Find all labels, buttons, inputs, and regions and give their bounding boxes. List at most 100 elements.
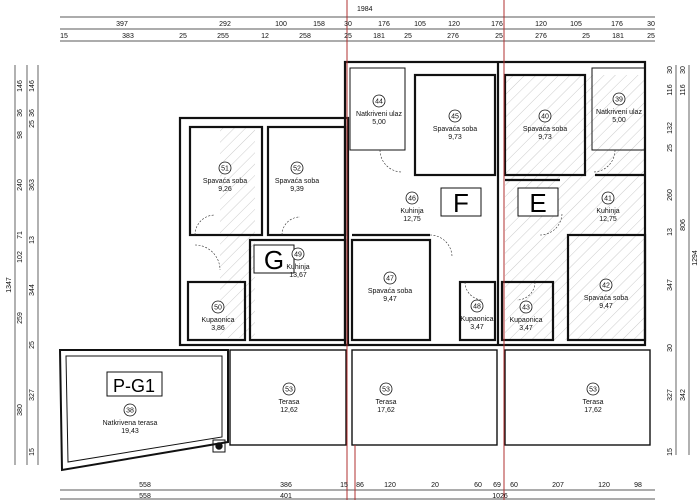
room-number: 53 — [285, 387, 293, 394]
room-number-circle — [282, 382, 296, 396]
walls — [178, 60, 647, 347]
dimension-text: 401 — [280, 493, 292, 500]
dimension-text: 380 — [17, 404, 24, 416]
room-area: 13,67 — [289, 272, 307, 279]
dimension-text: 13 — [29, 236, 36, 244]
dimension-text: 13 — [667, 228, 674, 236]
dimension-text: 25 — [344, 33, 352, 40]
unit-label-f: F — [453, 188, 469, 218]
room-name: Kuhinja — [400, 208, 423, 215]
room-number-circle — [123, 403, 137, 417]
room-name: Kupaonica — [509, 317, 542, 324]
dimension-text: 292 — [219, 21, 231, 28]
room-area: 17,62 — [584, 407, 602, 414]
axis-lines — [346, 0, 505, 500]
dimension-text: 176 — [378, 21, 390, 28]
room-name: Spavaća soba — [584, 295, 628, 302]
dimension-text: 25 — [495, 33, 503, 40]
dimension-text: 397 — [116, 21, 128, 28]
dimension-text: 181 — [373, 33, 385, 40]
room-area: 9,39 — [290, 186, 304, 193]
dimension-text: 132 — [667, 122, 674, 134]
room-number-circle — [448, 109, 462, 123]
dimension-text: 116 — [667, 84, 674, 95]
room-number: 43 — [522, 305, 530, 312]
room-name: Terasa — [278, 399, 299, 406]
room-area: 3,47 — [470, 324, 484, 331]
room-number: 48 — [473, 304, 481, 311]
room-number-circle — [290, 161, 304, 175]
room-area: 9,26 — [218, 186, 232, 193]
dimension-text: 207 — [552, 482, 564, 489]
room-number: 44 — [375, 99, 383, 106]
dimension-text: 255 — [217, 33, 229, 40]
dimension-text: 558 — [139, 493, 151, 500]
dimension-text: 25 — [667, 144, 674, 152]
dimension-text: 25 — [582, 33, 590, 40]
room-number-circle — [519, 300, 533, 314]
dimension-text: 100 — [275, 21, 287, 28]
dimension-text: 363 — [29, 179, 36, 191]
door-swings — [194, 149, 616, 301]
dimension-text: 20 — [431, 482, 439, 489]
room-area: 5,00 — [612, 117, 626, 124]
dimension-text: 158 — [313, 21, 325, 28]
dimension-text: 25 — [647, 33, 655, 40]
room-number-circle — [372, 94, 386, 108]
room-name: Spavaća soba — [203, 178, 247, 185]
dimension-text: 71 — [17, 231, 24, 239]
dimension-text: 344 — [29, 284, 36, 296]
terraces — [58, 349, 651, 472]
dimension-text: 105 — [570, 21, 582, 28]
room-number-circle — [218, 161, 232, 175]
room-number-circle — [612, 92, 626, 106]
room-area: 9,73 — [448, 134, 462, 141]
room-number-circle — [211, 300, 225, 314]
dimension-text: 806 — [680, 219, 687, 231]
dimension-text: 12 — [261, 33, 269, 40]
unit-label-pg1: P-G1 — [113, 376, 155, 396]
dimension-text: 260 — [667, 189, 674, 201]
room-number: 51 — [221, 166, 229, 173]
room-area: 17,62 — [377, 407, 395, 414]
room-name: Spavaća soba — [433, 126, 477, 133]
room-area: 12,75 — [599, 216, 617, 223]
dimension-text: 1026 — [492, 493, 508, 500]
room-area: 19,43 — [121, 428, 139, 435]
room-area: 9,73 — [538, 134, 552, 141]
dimension-text: 120 — [535, 21, 547, 28]
room-number: 40 — [541, 114, 549, 121]
dimension-text: 25 — [404, 33, 412, 40]
room-number: 53 — [382, 387, 390, 394]
dimension-text: 15 — [60, 33, 68, 40]
room-number: 49 — [294, 252, 302, 259]
dimension-text: 120 — [598, 482, 610, 489]
room-name: Terasa — [582, 399, 603, 406]
dimension-text: 146 — [29, 80, 36, 92]
dimension-text: 98 — [17, 131, 24, 139]
room-number: 47 — [386, 276, 394, 283]
dimension-text: 386 — [280, 482, 292, 489]
dimension-text: 1294 — [692, 250, 699, 266]
dimension-text: 60 — [510, 482, 518, 489]
dimension-text: 30 — [344, 21, 352, 28]
room-area: 9,47 — [599, 303, 613, 310]
room-number: 50 — [214, 305, 222, 312]
dimension-text: 60 — [474, 482, 482, 489]
dimension-text: 30 — [680, 66, 687, 74]
unit-label-e: E — [529, 188, 546, 218]
room-number-circle — [291, 247, 305, 261]
room-name: Natkrivena terasa — [103, 420, 158, 427]
room-number-circle — [538, 109, 552, 123]
room-number: 38 — [126, 408, 134, 415]
